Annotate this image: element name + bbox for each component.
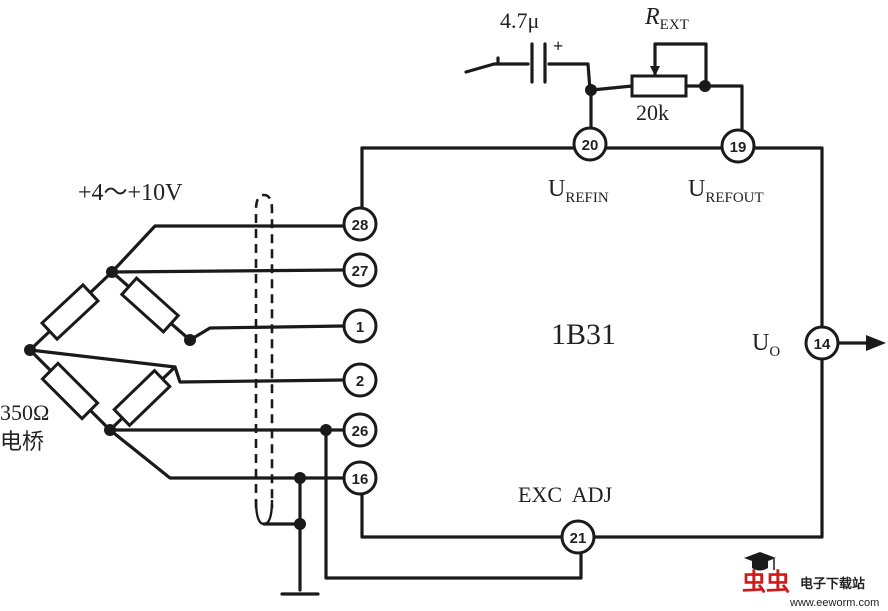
watermark-url: www.eeworm.com: [789, 597, 879, 609]
pin-19-label: 19: [730, 139, 747, 156]
watermark-brand: 虫虫: [742, 568, 790, 596]
resistor-value-label: 20k: [636, 100, 669, 125]
exc-adj-label: EXC ADJ: [518, 482, 613, 507]
pin-2: 2: [342, 362, 378, 398]
pin-16-label: 16: [352, 471, 369, 488]
pin-21: 21: [560, 519, 596, 555]
pin-1: 1: [342, 308, 378, 344]
pin-26-label: 26: [352, 423, 369, 440]
urefout-main: U: [688, 176, 705, 202]
pin-14: 14: [804, 325, 840, 361]
watermark: 虫虫 电子下载站 www.eeworm.com: [742, 552, 879, 609]
urefout-sub: REFOUT: [705, 190, 763, 206]
graduation-cap-icon: [744, 552, 776, 571]
shielded-cable: [254, 193, 302, 526]
supply-voltage-label: +4～+10V: [78, 180, 183, 206]
pin-21-label: 21: [570, 530, 587, 547]
capacitor-ground-branch: [464, 42, 592, 92]
bridge-label-resistance: 350Ω: [0, 400, 49, 425]
pin-28-label: 28: [352, 217, 369, 234]
pin-1-label: 1: [356, 319, 364, 336]
pin-20-label: 20: [582, 137, 599, 154]
pin-20: 20: [572, 126, 608, 162]
pin-19: 19: [720, 128, 756, 164]
urefin-label: UREFIN: [548, 176, 609, 206]
urefin-sub: REFIN: [565, 190, 609, 206]
uo-main: U: [752, 330, 769, 356]
pin-26: 26: [342, 412, 378, 448]
rext-sub: EXT: [660, 17, 689, 33]
pin-27-label: 27: [352, 263, 369, 280]
pin-2-label: 2: [356, 373, 364, 390]
pin-28: 28: [342, 206, 378, 242]
chip-outline: [360, 146, 824, 539]
bridge-label-name: 电桥: [0, 429, 44, 454]
capacitor-label: 4.7μ: [500, 8, 539, 33]
rext-main: R: [644, 4, 660, 30]
urefin-main: U: [548, 176, 565, 202]
watermark-title: 电子下载站: [800, 576, 865, 591]
bridge-wiring: [28, 224, 346, 480]
rext-potentiometer: [585, 42, 744, 136]
ground-wiring: [280, 424, 583, 596]
pin-14-label: 14: [814, 336, 831, 353]
pin-27: 27: [342, 252, 378, 288]
uo-label: UO: [752, 330, 780, 360]
output-arrow: [836, 335, 886, 351]
urefout-label: UREFOUT: [688, 176, 764, 206]
capacitor-polarity: +: [553, 36, 563, 56]
chip-label: 1B31: [551, 318, 616, 351]
uo-sub: O: [769, 344, 780, 360]
pin-16: 16: [342, 460, 378, 496]
rext-label: REXT: [644, 4, 689, 33]
